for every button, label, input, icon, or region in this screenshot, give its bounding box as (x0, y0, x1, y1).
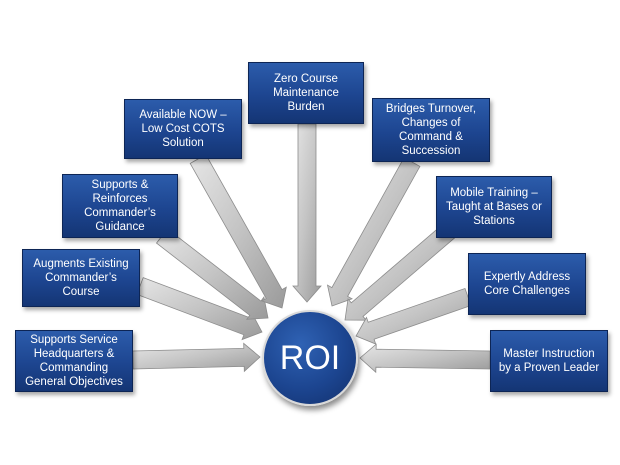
box-expertly-address: Expertly Address Core Challenges (468, 253, 586, 315)
arrow-supports-reinforces (155, 228, 269, 320)
box-bridges-turnover: Bridges Turnover, Changes of Command & S… (372, 98, 490, 162)
arrow-available-now (189, 154, 287, 309)
arrow-master-instruction (359, 343, 491, 374)
box-mobile-training: Mobile Training – Taught at Bases or Sta… (436, 176, 552, 238)
arrow-bridges-turnover (326, 157, 421, 307)
box-supports-reinforces: Supports & Reinforces Commander’s Guidan… (62, 174, 178, 238)
arrow-expertly-address (355, 287, 472, 345)
box-label: Supports Service Headquarters & Commandi… (25, 334, 123, 388)
box-label: Bridges Turnover, Changes of Command & S… (385, 103, 477, 157)
box-zero-course: Zero Course Maintenance Burden (248, 62, 364, 124)
roi-hub: ROI (262, 310, 358, 406)
arrow-supports-service-hq (132, 342, 261, 373)
box-label: Supports & Reinforces Commander’s Guidan… (84, 179, 156, 233)
box-label: Expertly Address Core Challenges (483, 271, 571, 297)
arrow-augments-existing (136, 277, 263, 341)
box-available-now: Available NOW – Low Cost COTS Solution (124, 99, 242, 159)
box-master-instruction: Master Instruction by a Proven Leader (490, 330, 608, 392)
box-augments-existing: Augments Existing Commander’s Course (22, 249, 140, 307)
box-label: Mobile Training – Taught at Bases or Sta… (446, 187, 542, 227)
arrow-zero-course (292, 123, 322, 303)
box-supports-service-hq: Supports Service Headquarters & Commandi… (15, 330, 133, 392)
box-label: Zero Course Maintenance Burden (273, 73, 339, 113)
box-label: Master Instruction by a Proven Leader (498, 348, 600, 374)
box-label: Augments Existing Commander’s Course (33, 258, 129, 298)
arrow-mobile-training (344, 222, 457, 321)
roi-hub-label: ROI (279, 338, 341, 377)
box-label: Available NOW – Low Cost COTS Solution (139, 109, 227, 149)
